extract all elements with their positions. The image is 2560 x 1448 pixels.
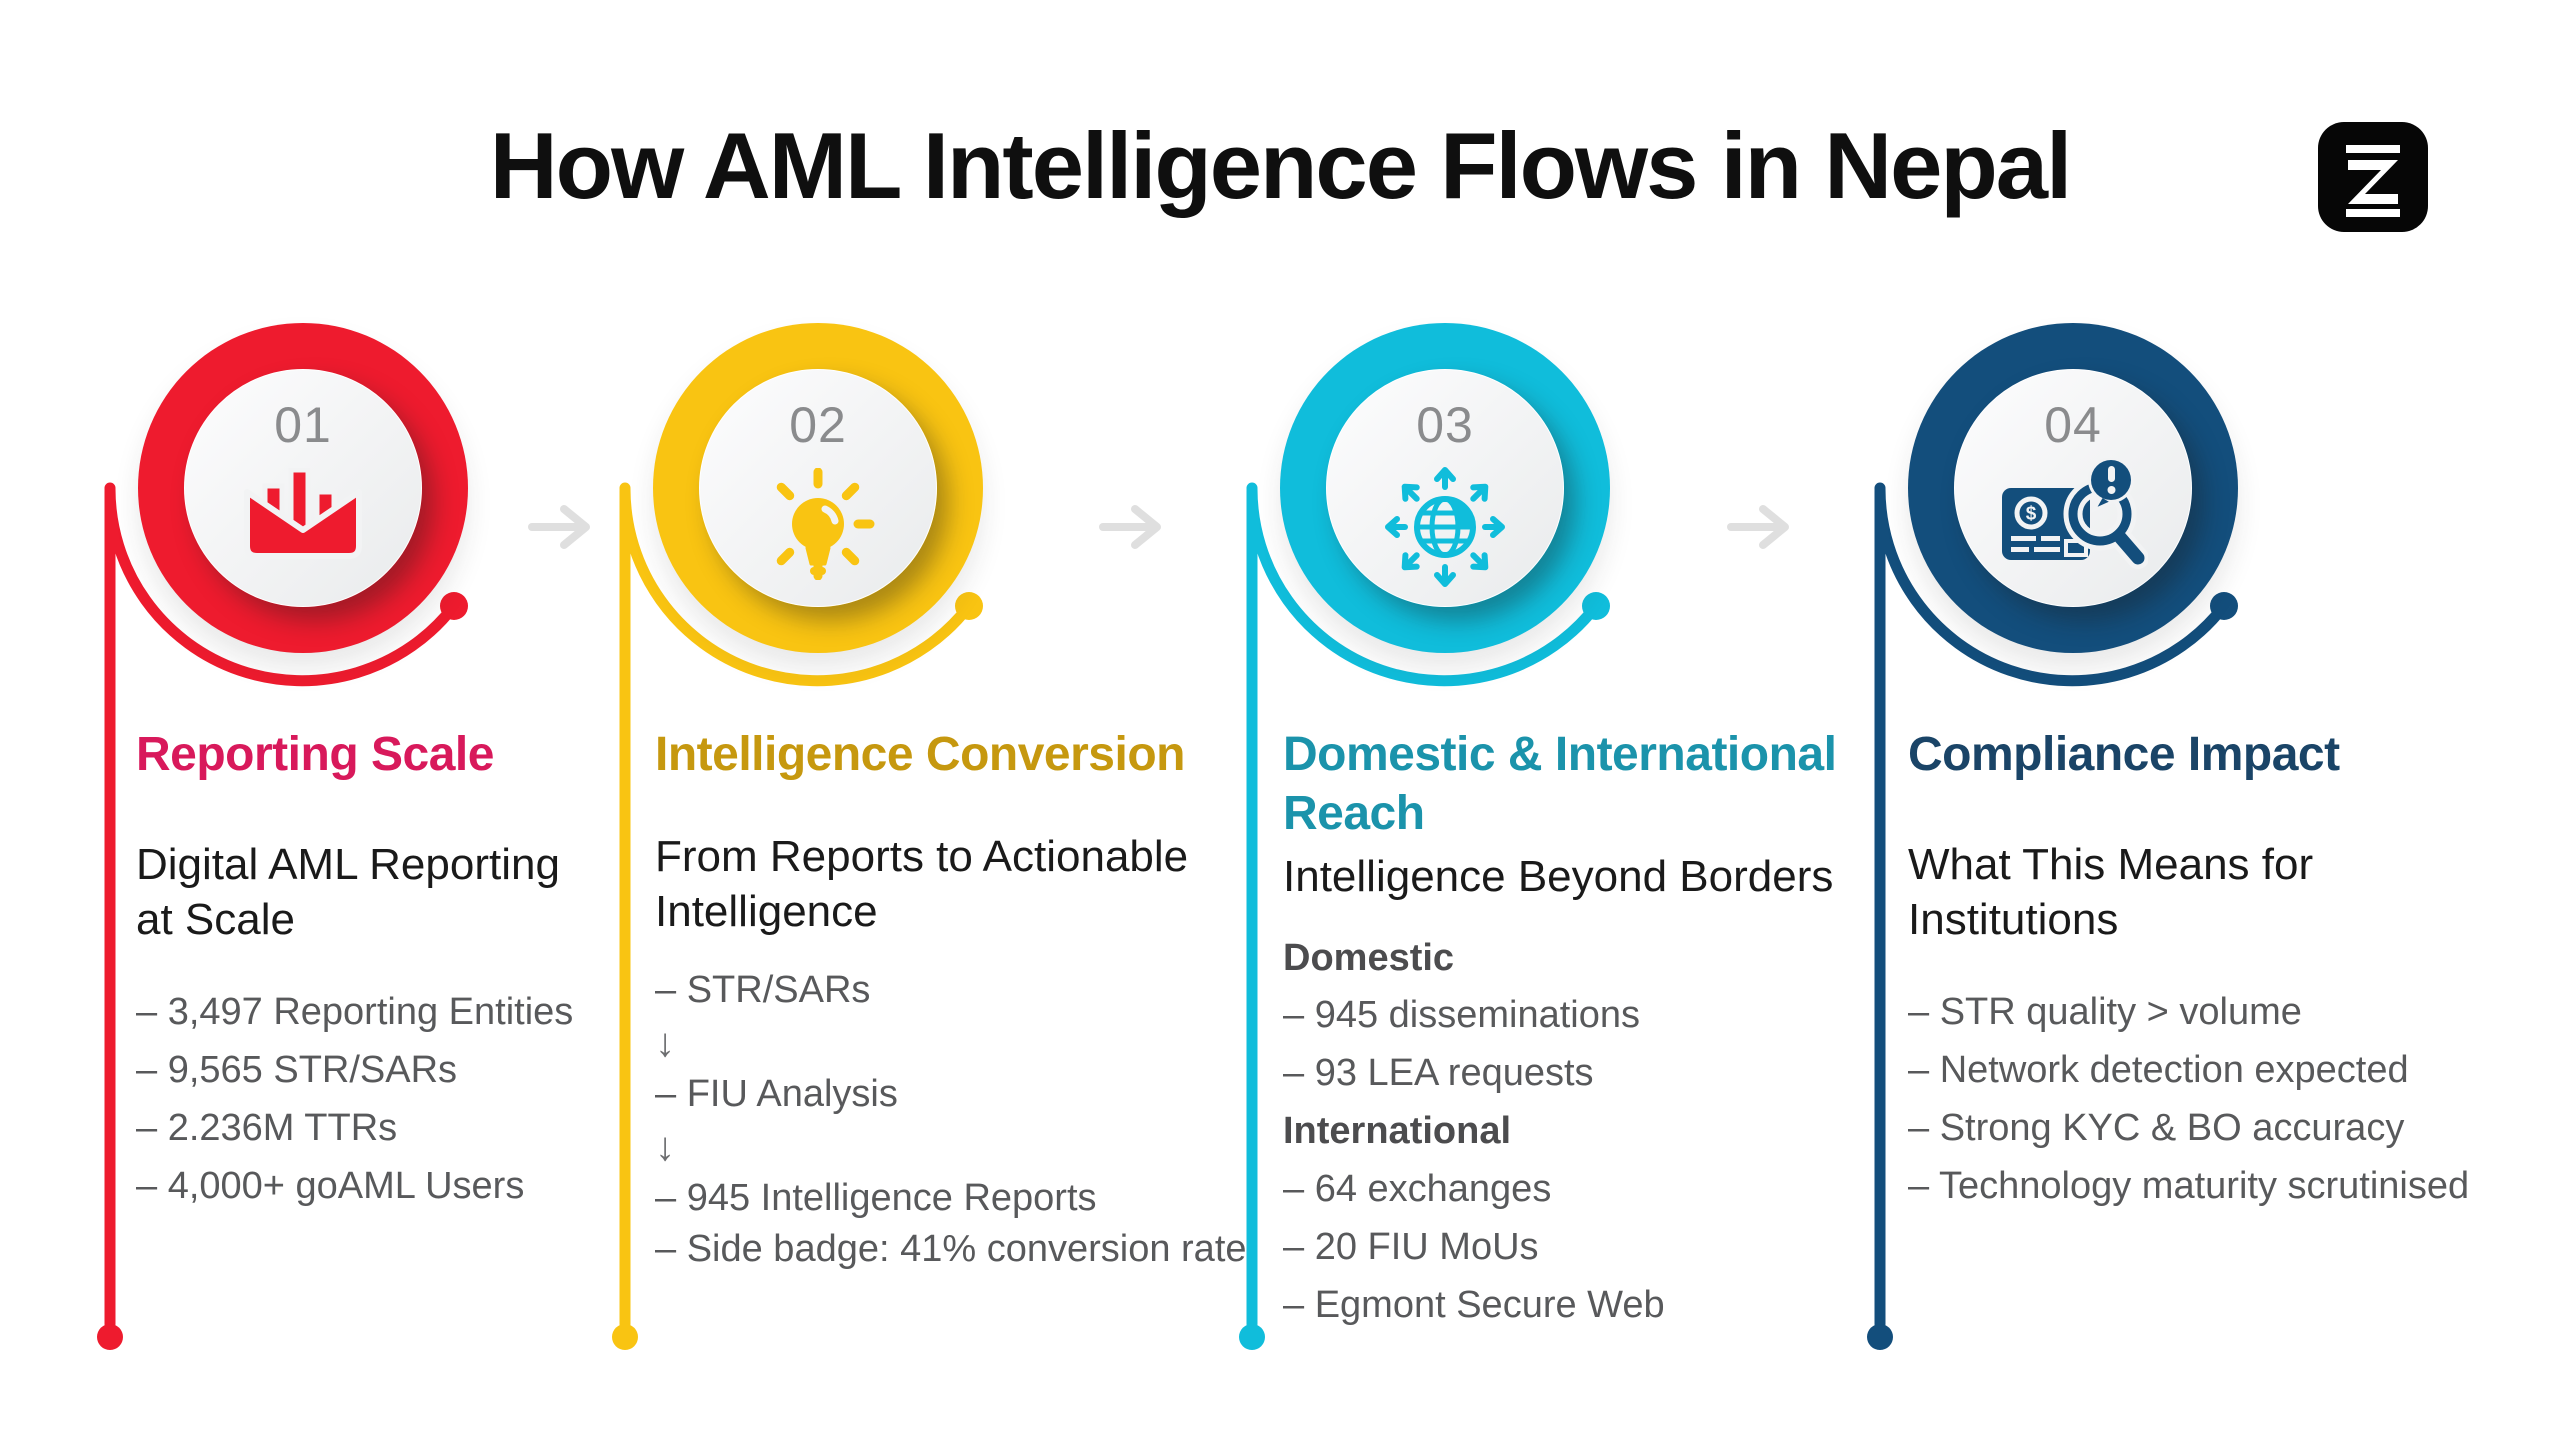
step-column-1: Reporting Scale Digital AML Reporting at…: [136, 726, 696, 1225]
step-heading: Compliance Impact: [1908, 728, 2340, 781]
swoosh-end-dot: [2210, 592, 2238, 620]
step-circle-1: 01: [138, 323, 468, 653]
down-arrow-icon: ↓: [655, 1021, 675, 1066]
step-number: 03: [1416, 397, 1474, 453]
step-subheading: Digital AML Reporting at Scale: [136, 839, 560, 944]
document-audit-magnifier-icon: $: [1998, 457, 2149, 578]
z-logo-icon: [2346, 145, 2400, 217]
page-title: How AML Intelligence Flows in Nepal: [489, 113, 2072, 218]
step-number: 01: [274, 397, 332, 453]
step-number: 02: [789, 397, 847, 453]
timeline-step-4: [1867, 482, 2238, 1350]
list-item: – Technology maturity scrutinised: [1908, 1165, 2470, 1208]
flow-arrow-3-icon: [1727, 505, 1789, 549]
step-items: – 3,497 Reporting Entities – 9,565 STR/S…: [136, 993, 696, 1207]
list-item: – Egmont Secure Web: [1283, 1283, 1665, 1326]
step-heading: Intelligence Conversion: [655, 728, 1185, 781]
list-item: – Network detection expected: [1908, 1049, 2409, 1092]
group-label: International: [1283, 1110, 1512, 1153]
list-item: – Side badge: 41% conversion rate: [655, 1228, 1247, 1271]
swoosh-arc: [619, 482, 975, 687]
step-column-3: Domestic & International Reach Intellige…: [1283, 726, 1903, 1344]
step-circle-inner: $: [1954, 369, 2192, 607]
inbox-report-chart-icon: [243, 467, 363, 568]
swoosh-end-dot: [955, 592, 983, 620]
lightbulb-idea-icon: [758, 467, 878, 580]
brand-logo: [2318, 122, 2428, 232]
step-heading: Domestic & International Reach: [1283, 728, 1837, 840]
step-items: – STR/SARs ↓ – FIU Analysis ↓ – 945 Inte…: [655, 971, 1275, 1270]
step-column-4: Compliance Impact What This Means for In…: [1908, 726, 2548, 1225]
timeline-end-dot: [1867, 1324, 1893, 1350]
swoosh-arc: [104, 482, 460, 687]
list-item: – Strong KYC & BO accuracy: [1908, 1107, 2405, 1150]
step-items: Domestic – 945 disseminations – 93 LEA r…: [1283, 936, 1903, 1326]
step-subheading: Intelligence Beyond Borders: [1283, 852, 1834, 902]
step-circle-3: 03: [1280, 323, 1610, 653]
timeline-step-3: [1239, 482, 1610, 1350]
timeline-end-dot: [612, 1324, 638, 1350]
swoosh-end-dot: [440, 592, 468, 620]
globe-network-icon: [1380, 462, 1510, 592]
list-item: – 945 disseminations: [1283, 994, 1640, 1037]
flow-arrow-2-icon: [1099, 505, 1161, 549]
step-subheading: From Reports to Actionable Intelligence: [655, 831, 1189, 936]
list-item: – 3,497 Reporting Entities: [136, 991, 574, 1034]
list-item: – 64 exchanges: [1283, 1168, 1552, 1211]
swoosh-end-dot: [1582, 592, 1610, 620]
list-item: – STR/SARs: [655, 969, 871, 1012]
list-item: – 4,000+ goAML Users: [136, 1165, 525, 1208]
step-circle-inner: 01: [184, 369, 422, 607]
list-item: – 945 Intelligence Reports: [655, 1177, 1097, 1220]
step-heading: Reporting Scale: [136, 728, 494, 781]
step-circle-inner: 03: [1326, 369, 1564, 607]
list-item: – FIU Analysis: [655, 1073, 898, 1116]
list-item: – 20 FIU MoUs: [1283, 1225, 1539, 1268]
step-items: – STR quality > volume – Network detecti…: [1908, 993, 2548, 1207]
down-arrow-icon: ↓: [655, 1125, 675, 1170]
svg-text:$: $: [2026, 504, 2037, 525]
group-label: Domestic: [1283, 936, 1455, 979]
swoosh-arc: [1874, 482, 2230, 687]
list-item: – 93 LEA requests: [1283, 1052, 1594, 1095]
timeline-step-1: [97, 482, 468, 1350]
timeline-end-dot: [97, 1324, 123, 1350]
step-subheading: What This Means for Institutions: [1908, 839, 2314, 944]
swoosh-arc: [1246, 482, 1602, 687]
step-circle-inner: 02: [699, 369, 937, 607]
flow-arrow-1-icon: [528, 505, 590, 549]
list-item: – STR quality > volume: [1908, 991, 2302, 1034]
step-circle-4: $: [1908, 323, 2238, 653]
step-number: 04: [2044, 397, 2102, 453]
step-column-2: Intelligence Conversion From Reports to …: [655, 726, 1275, 1281]
step-circle-2: 02: [653, 323, 983, 653]
list-item: – 9,565 STR/SARs: [136, 1049, 458, 1092]
timeline-step-2: [612, 482, 983, 1350]
list-item: – 2.236M TTRs: [136, 1107, 398, 1150]
timeline-end-dot: [1239, 1324, 1265, 1350]
